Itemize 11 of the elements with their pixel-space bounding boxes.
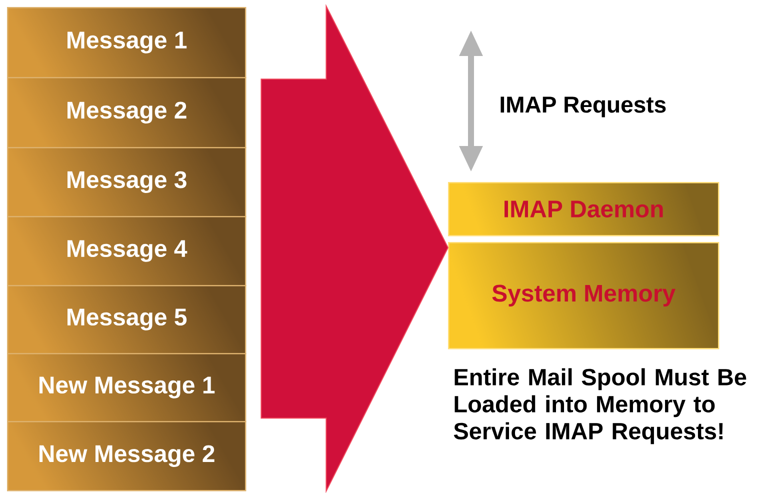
message-box: Message 3 xyxy=(7,147,246,218)
message-box: Message 4 xyxy=(7,216,246,286)
edge-label: IMAP Requests xyxy=(500,96,666,118)
component-box: IMAP Daemon xyxy=(448,182,720,236)
message-box: New Message 2 xyxy=(7,421,246,492)
message-box: Message 1 xyxy=(7,7,246,78)
block-arrow xyxy=(260,4,449,493)
component-box: System Memory xyxy=(448,242,720,350)
message-box: New Message 1 xyxy=(7,353,246,422)
message-box: Message 2 xyxy=(7,77,246,148)
message-box: Message 5 xyxy=(7,285,246,354)
